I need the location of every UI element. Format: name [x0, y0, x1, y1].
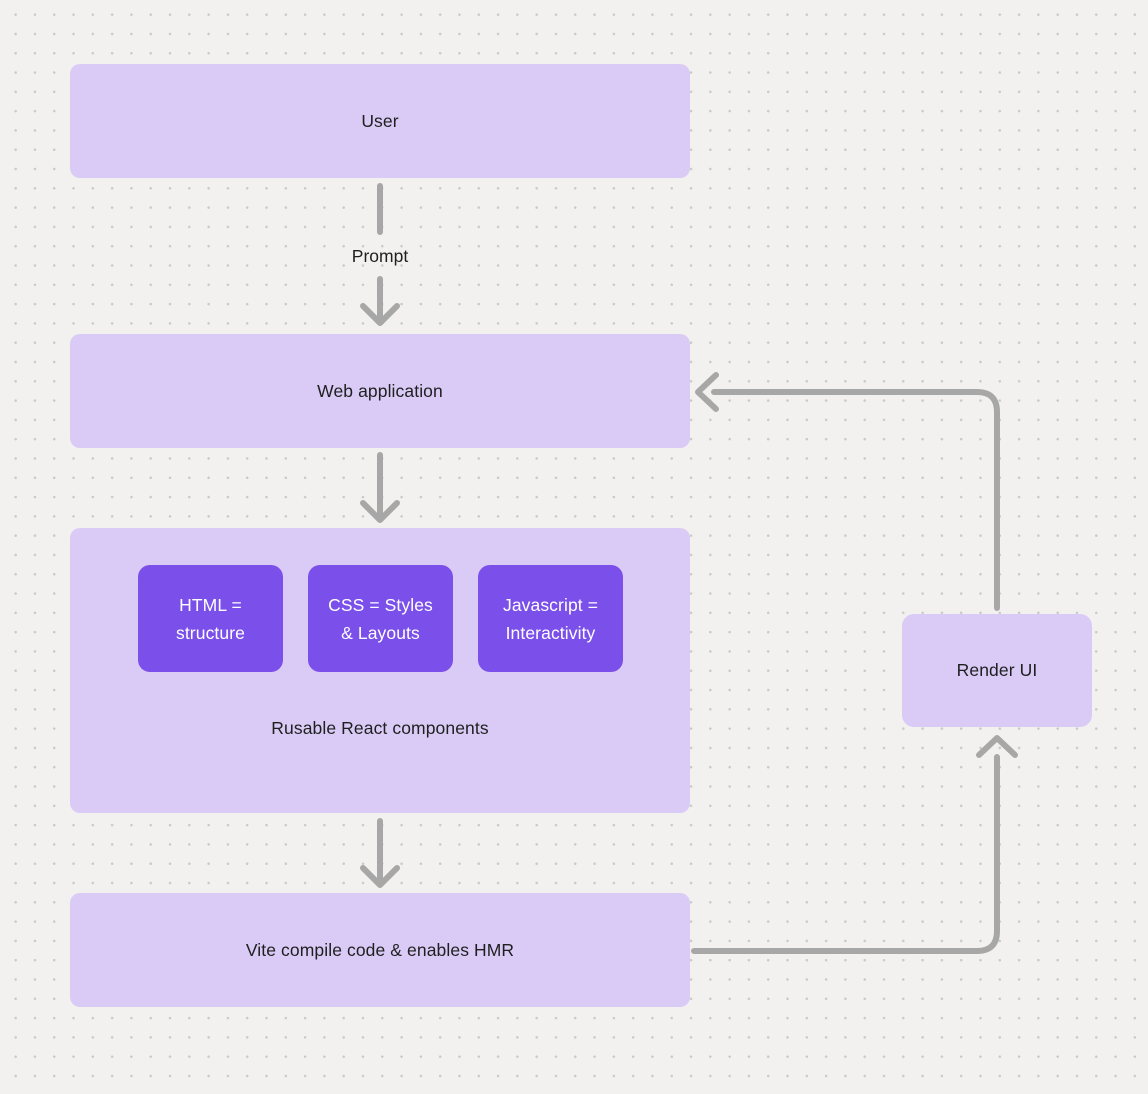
node-components-group: HTML = structure CSS = Styles & Layouts … — [70, 528, 690, 813]
edge-vite-to-renderui — [691, 754, 1000, 954]
node-render-ui: Render UI — [902, 614, 1092, 727]
down-arrowhead-vite-icon — [360, 865, 400, 888]
up-arrowhead-renderui-icon — [976, 735, 1018, 758]
node-user: User — [70, 64, 690, 178]
components-group-caption: Rusable React components — [271, 718, 489, 738]
chip-javascript-line2: Interactivity — [505, 622, 596, 643]
chip-html-line1: HTML = — [179, 594, 242, 615]
down-arrowhead-group-icon — [360, 500, 400, 523]
chip-javascript: Javascript = Interactivity — [478, 565, 623, 672]
down-arrowhead-webapp-icon — [360, 303, 400, 326]
node-user-label: User — [361, 110, 399, 131]
node-web-application-label: Web application — [317, 380, 443, 401]
chip-css: CSS = Styles & Layouts — [308, 565, 453, 672]
node-web-application: Web application — [70, 334, 690, 448]
chip-css-line1: CSS = Styles — [328, 594, 433, 615]
node-render-ui-label: Render UI — [956, 660, 1038, 680]
chip-javascript-line1: Javascript = — [502, 594, 599, 615]
chip-css-line2: & Layouts — [341, 622, 420, 643]
node-vite-label: Vite compile code & enables HMR — [245, 939, 515, 960]
edge-renderui-to-webapp — [711, 389, 1000, 611]
edge-label-prompt: Prompt — [351, 246, 409, 266]
chip-html: HTML = structure — [138, 565, 283, 672]
node-vite: Vite compile code & enables HMR — [70, 893, 690, 1007]
left-arrowhead-webapp-icon — [695, 372, 719, 412]
chip-html-line2: structure — [176, 622, 245, 643]
